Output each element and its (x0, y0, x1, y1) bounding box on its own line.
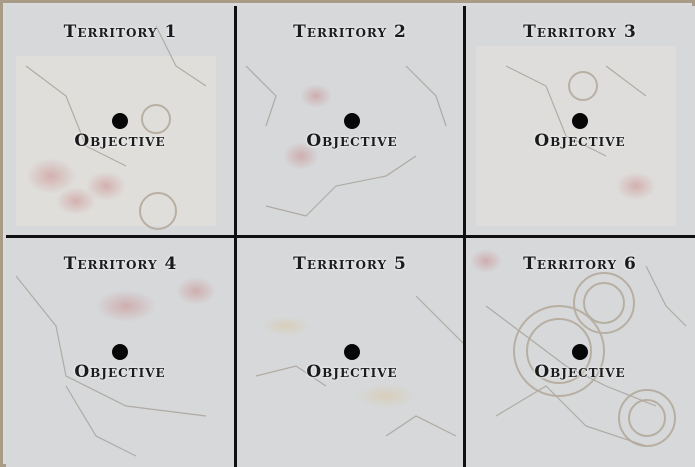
territory-title: Territory 4 (63, 254, 178, 274)
objective-marker[interactable] (344, 344, 360, 360)
territory-5[interactable]: Territory 5 Objective (237, 238, 463, 467)
objective-label: Objective (534, 131, 626, 151)
territory-6[interactable]: Territory 6 Objective (465, 238, 695, 467)
territory-title: Territory 3 (523, 22, 637, 42)
objective-marker[interactable] (572, 113, 588, 129)
territory-title: Territory 1 (63, 22, 178, 42)
territory-title: Territory 6 (523, 254, 637, 274)
objective-label: Objective (74, 131, 166, 151)
territory-title: Territory 5 (293, 254, 407, 274)
objective-marker[interactable] (344, 113, 360, 129)
territory-grid: Territory 1 Objective Territory 2 Object… (6, 6, 695, 467)
territory-title: Territory 2 (293, 22, 407, 42)
objective-label: Objective (306, 362, 398, 382)
territory-1[interactable]: Territory 1 Objective (6, 6, 235, 236)
objective-marker[interactable] (112, 113, 128, 129)
objective-marker[interactable] (572, 344, 588, 360)
territory-3[interactable]: Territory 3 Objective (465, 6, 695, 236)
objective-label: Objective (534, 362, 626, 382)
territory-2[interactable]: Territory 2 Objective (237, 6, 463, 236)
objective-label: Objective (306, 131, 398, 151)
horizontal-divider (6, 235, 695, 238)
objective-label: Objective (74, 362, 166, 382)
objective-marker[interactable] (112, 344, 128, 360)
territory-4[interactable]: Territory 4 Objective (6, 238, 235, 467)
